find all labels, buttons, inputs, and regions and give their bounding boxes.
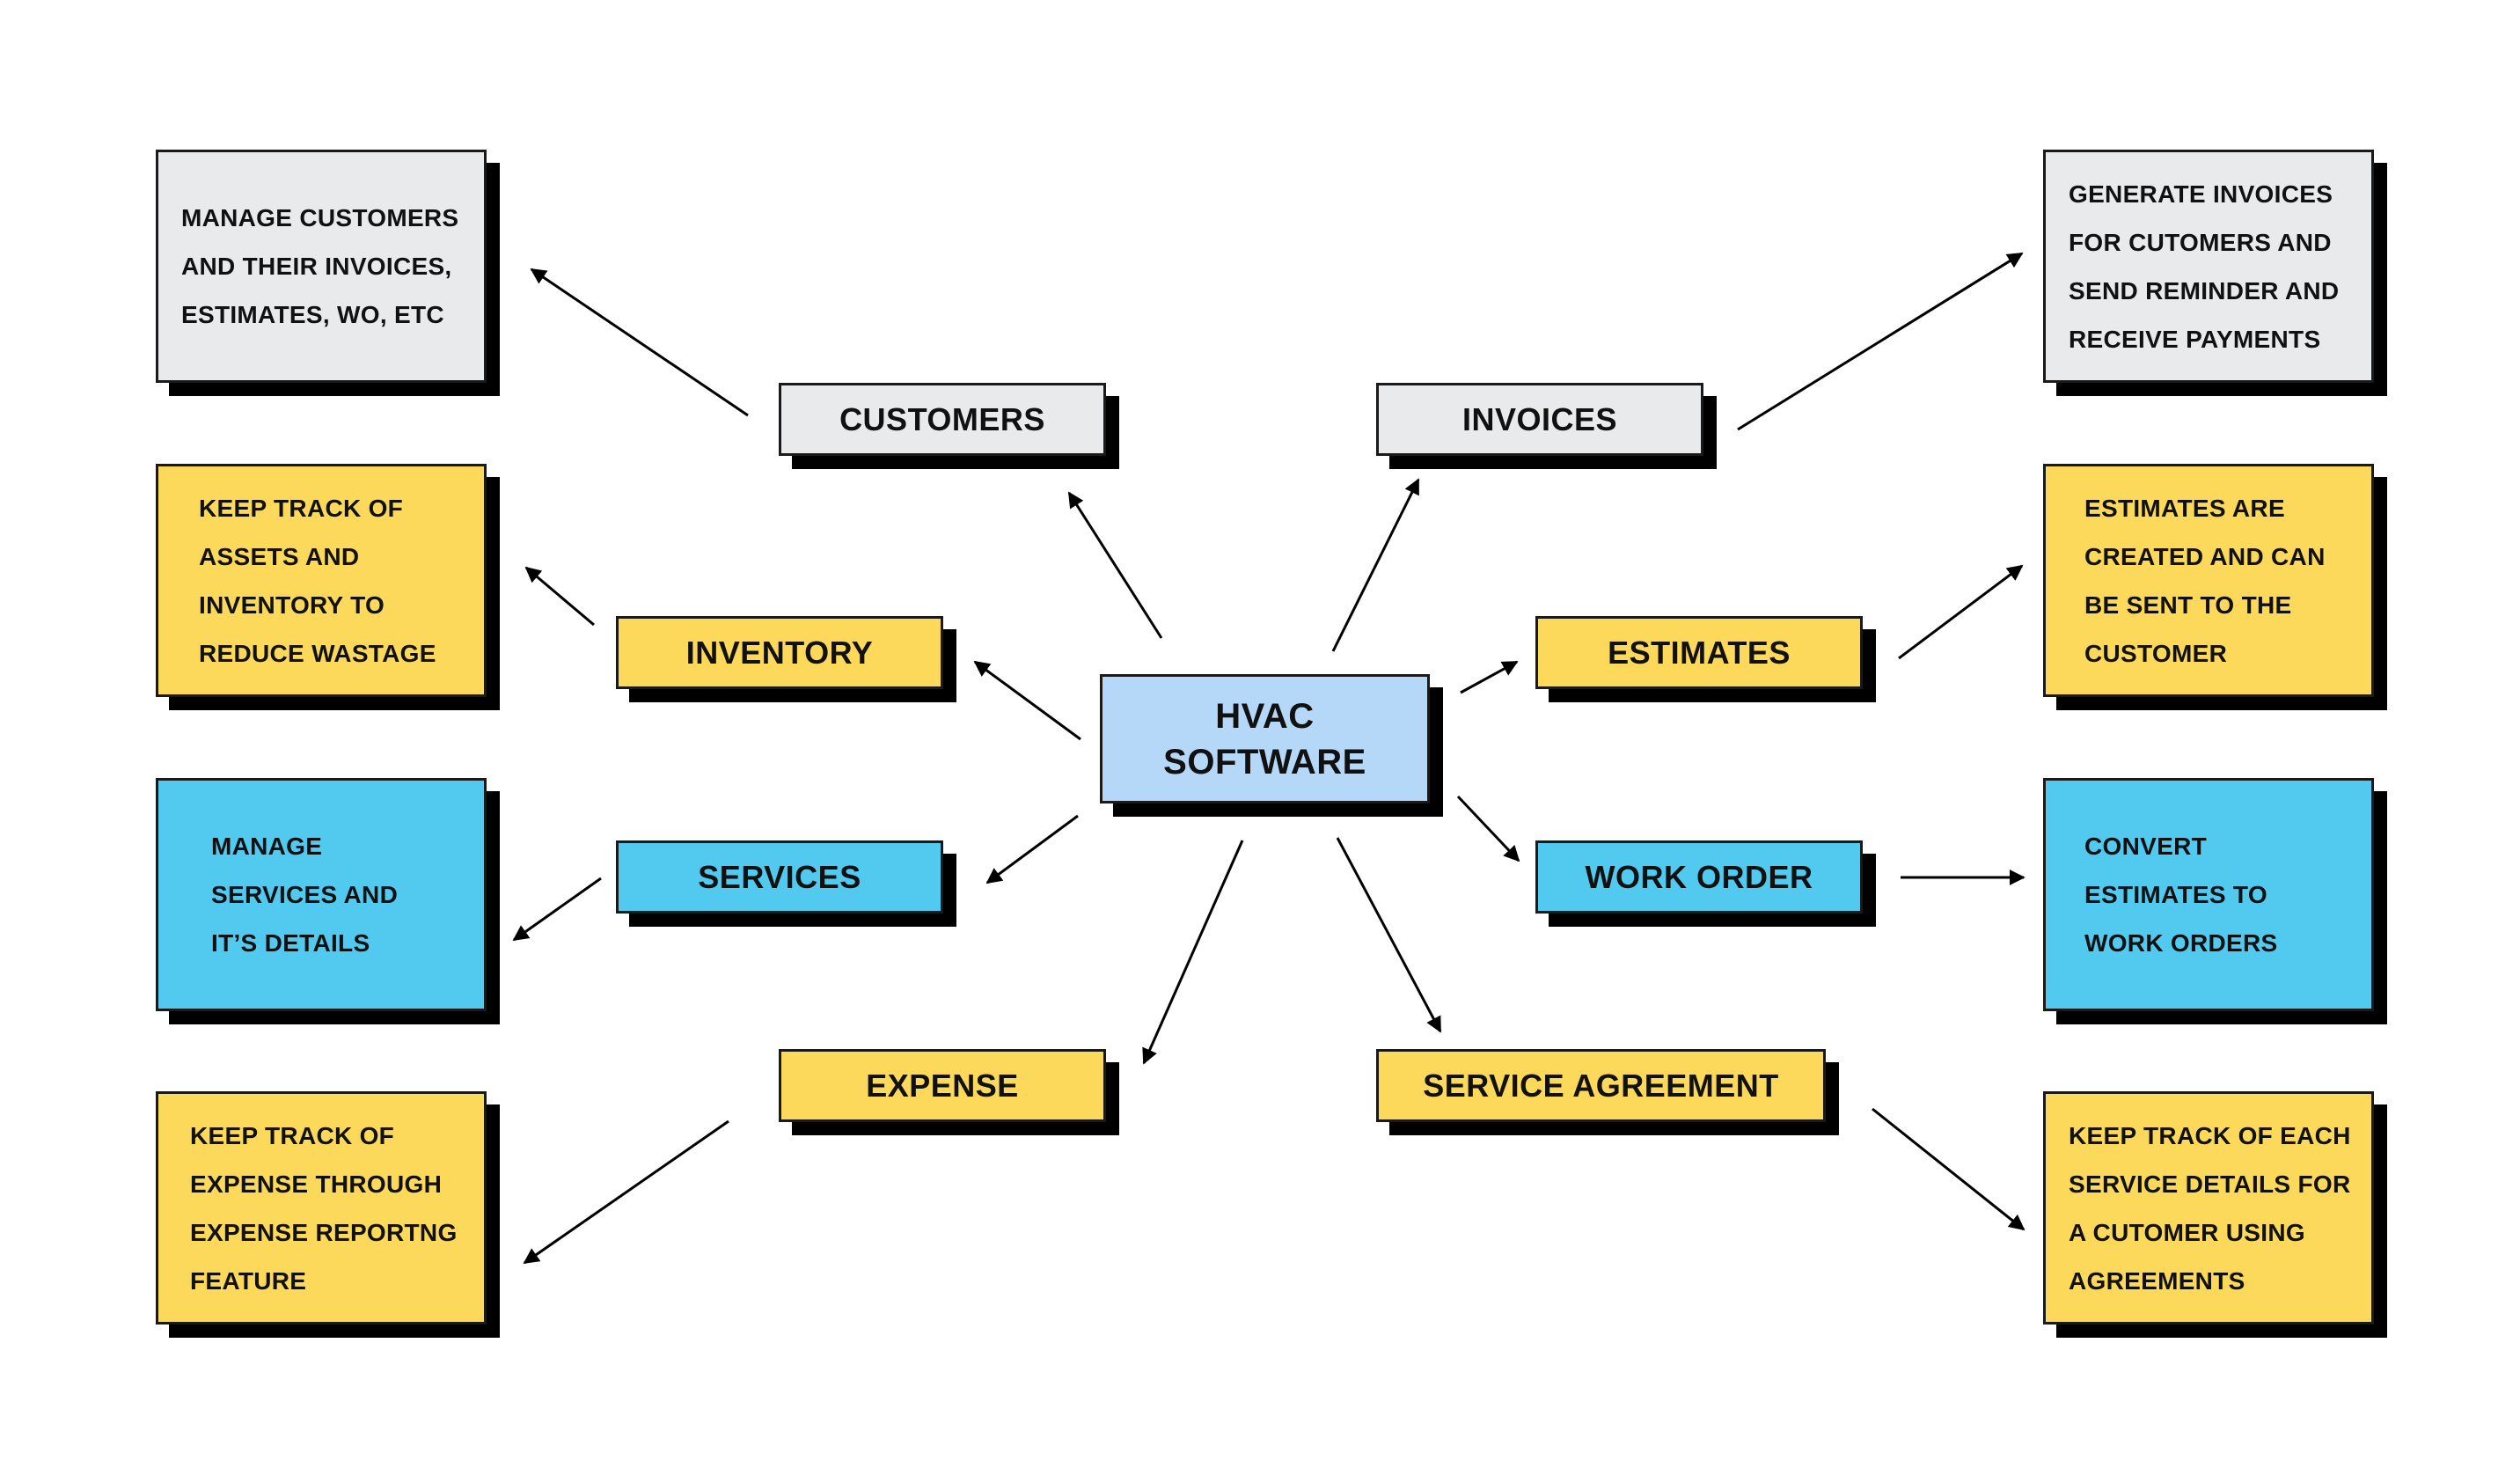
description-text-estimates: ESTIMATES ARE CREATED AND CAN BE SENT TO… (2084, 494, 2326, 667)
description-text-invoices: GENERATE INVOICES FOR CUTOMERS AND SEND … (2069, 180, 2340, 353)
branch-label-expense: EXPENSE (779, 1049, 1106, 1122)
arrow-service-agreement-to-description (1872, 1107, 2026, 1231)
description-box-services: MANAGE SERVICES AND IT’S DETAILS (156, 778, 487, 1011)
description-text-inventory: KEEP TRACK OF ASSETS AND INVENTORY TO RE… (199, 494, 436, 667)
arrow-center-to-service-agreement (1336, 837, 1442, 1033)
description-box-estimates: ESTIMATES ARE CREATED AND CAN BE SENT TO… (2043, 464, 2374, 697)
arrow-center-to-estimates (1460, 660, 1519, 694)
branch-label-services: SERVICES (616, 840, 943, 914)
center-node-hvac-software: HVAC SOFTWARE (1100, 674, 1430, 804)
description-box-inventory: KEEP TRACK OF ASSETS AND INVENTORY TO RE… (156, 464, 487, 697)
description-text-expense: KEEP TRACK OF EXPENSE THROUGH EXPENSE RE… (190, 1121, 458, 1295)
arrow-customers-to-description (530, 268, 749, 417)
description-box-expense: KEEP TRACK OF EXPENSE THROUGH EXPENSE RE… (156, 1091, 487, 1325)
arrow-center-to-expense (1142, 840, 1244, 1065)
arrow-expense-to-description (523, 1119, 729, 1265)
description-box-work-order: CONVERT ESTIMATES TO WORK ORDERS (2043, 778, 2374, 1011)
arrow-center-to-invoices (1331, 478, 1420, 652)
branch-label-invoices: INVOICES (1376, 383, 1703, 456)
arrow-center-to-inventory (973, 660, 1081, 741)
arrow-estimates-to-description (1898, 564, 2024, 660)
branch-label-customers: CUSTOMERS (779, 383, 1106, 456)
description-box-service-agreement: KEEP TRACK OF EACH SERVICE DETAILS FOR A… (2043, 1091, 2374, 1325)
description-text-work-order: CONVERT ESTIMATES TO WORK ORDERS (2084, 833, 2278, 957)
arrow-services-to-description (512, 877, 602, 942)
arrow-inventory-to-description (524, 566, 595, 627)
arrow-center-to-work-order (1456, 795, 1520, 862)
description-text-services: MANAGE SERVICES AND IT’S DETAILS (211, 833, 399, 957)
branch-label-work-order: WORK ORDER (1535, 840, 1863, 914)
description-text-customers: MANAGE CUSTOMERS AND THEIR INVOICES, EST… (181, 204, 459, 328)
arrow-center-to-services (985, 814, 1079, 884)
description-box-invoices: GENERATE INVOICES FOR CUTOMERS AND SEND … (2043, 150, 2374, 383)
branch-label-estimates: ESTIMATES (1535, 616, 1863, 689)
branch-label-service-agreement: SERVICE AGREEMENT (1376, 1049, 1826, 1122)
arrow-center-to-customers (1067, 491, 1163, 639)
branch-label-inventory: INVENTORY (616, 616, 943, 689)
description-text-service-agreement: KEEP TRACK OF EACH SERVICE DETAILS FOR A… (2069, 1121, 2351, 1295)
arrow-invoices-to-description (1737, 252, 2024, 431)
description-box-customers: MANAGE CUSTOMERS AND THEIR INVOICES, EST… (156, 150, 487, 383)
